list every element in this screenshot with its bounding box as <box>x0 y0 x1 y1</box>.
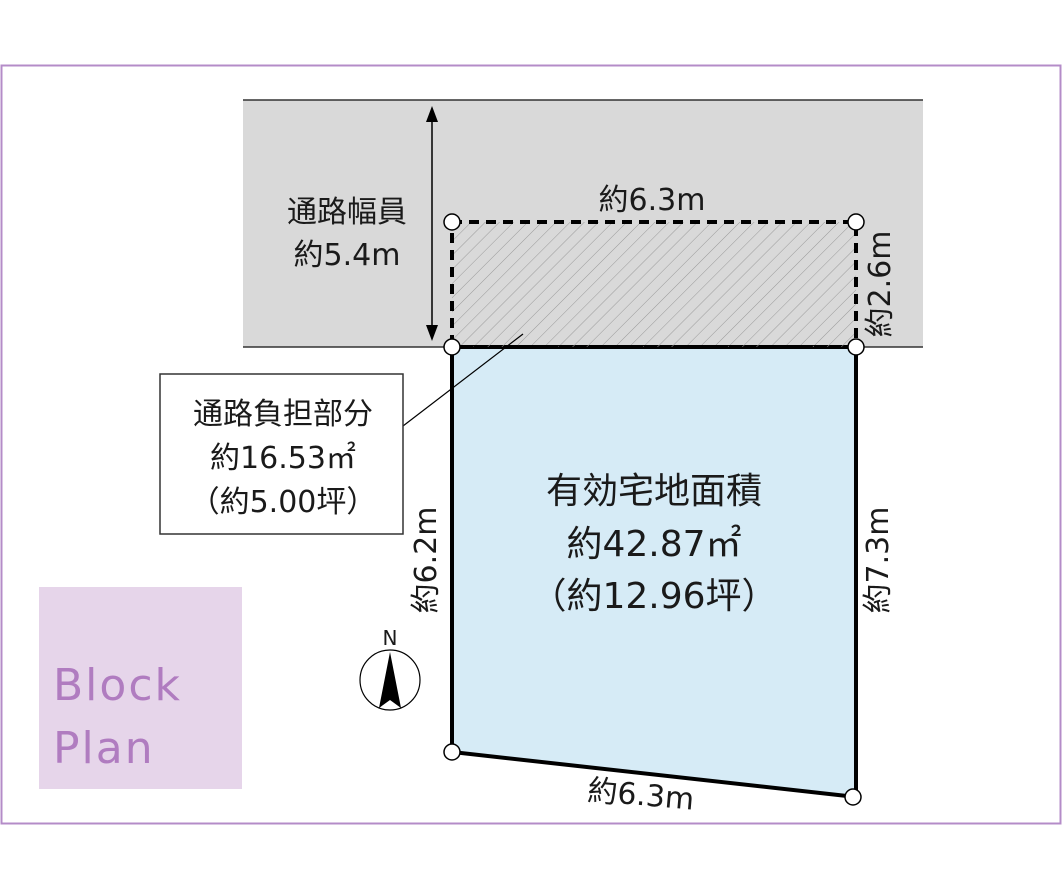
lot-label-line2: 約42.87㎡ <box>566 523 741 565</box>
callout-leader <box>402 333 524 427</box>
burden-side-dimension: 約2.6m <box>863 231 898 338</box>
burden-top-dimension: 約6.3m <box>599 183 706 218</box>
road-width-label-line2: 約5.4m <box>294 238 401 273</box>
lot-left-dimension: 約6.2m <box>409 507 444 614</box>
callout-line3: （約5.00坪） <box>190 485 377 520</box>
road-burden-area <box>450 220 858 349</box>
road-width-label-line1: 通路幅員 <box>287 195 407 230</box>
title-block <box>39 587 242 789</box>
north-compass-icon: N <box>359 626 421 711</box>
callout-line1: 通路負担部分 <box>193 397 373 432</box>
lot-label-line3: （約12.96坪） <box>530 576 777 617</box>
title-line1: Block <box>53 660 182 711</box>
title-line2: Plan <box>53 723 155 774</box>
north-label: N <box>383 626 398 650</box>
callout-box <box>159 373 404 535</box>
road-width-arrow <box>426 106 438 341</box>
lot-area <box>450 345 858 800</box>
callout-line2: 約16.53㎡ <box>210 441 356 476</box>
lot-label-line1: 有効宅地面積 <box>546 471 762 512</box>
lot-right-dimension: 約7.3m <box>861 507 896 614</box>
vertex-markers <box>443 213 865 806</box>
